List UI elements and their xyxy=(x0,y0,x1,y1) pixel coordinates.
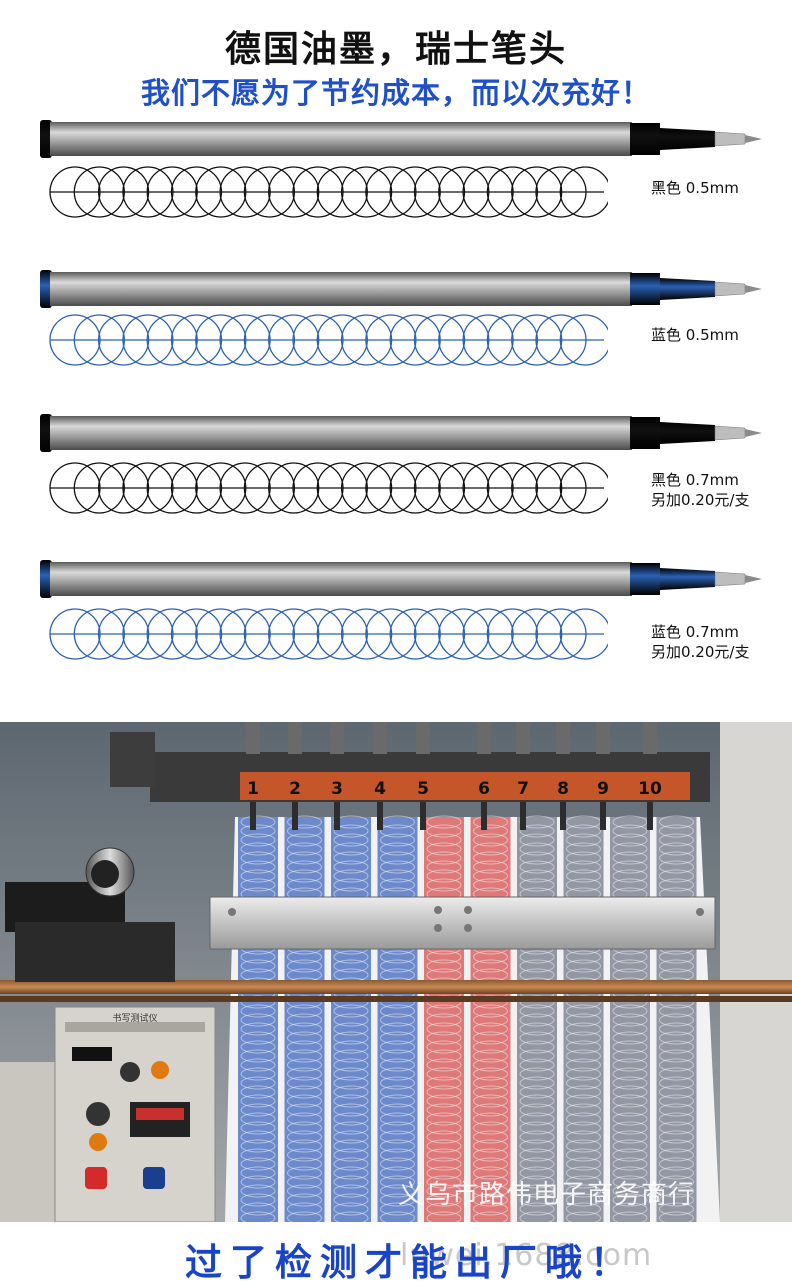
channel-number: 10 xyxy=(638,779,662,799)
refill-color-size: 黑色 0.7mm xyxy=(651,471,739,489)
ink-writing-sample xyxy=(48,604,611,664)
pen-holder xyxy=(477,722,491,754)
ink-writing-sample xyxy=(48,310,611,370)
page-title: 德国油墨，瑞士笔头 xyxy=(224,29,567,70)
written-strip xyxy=(563,817,604,1222)
pen-tip xyxy=(334,802,340,830)
pen-tip xyxy=(420,802,426,830)
pen-refill xyxy=(40,118,770,160)
written-strip xyxy=(284,817,325,1222)
refill-extra-price: 另加0.20元/支 xyxy=(651,491,750,509)
page-subtitle: 我们不愿为了节约成本，而以次充好！ xyxy=(140,76,651,110)
pen-refill xyxy=(40,558,770,600)
pen-tip xyxy=(520,802,526,830)
refill-color-size: 黑色 0.5mm xyxy=(651,179,739,197)
channel-number: 4 xyxy=(374,779,386,799)
refill-spec-label: 黑色 0.5mm xyxy=(651,178,739,198)
pen-tip xyxy=(600,802,606,830)
pen-holder xyxy=(596,722,610,754)
written-strip xyxy=(238,817,278,1222)
channel-number: 9 xyxy=(597,779,609,799)
photo-watermark: 义乌市路伟电子商务商行 xyxy=(398,1180,696,1210)
pen-refill xyxy=(40,268,770,310)
pen-holder xyxy=(516,722,530,754)
pen-holder xyxy=(288,722,302,754)
ink-writing-sample xyxy=(48,458,611,518)
footer-caption: 过了检测才能出厂哦！ xyxy=(185,1241,635,1284)
test-pen-holders xyxy=(246,722,657,830)
refill-color-size: 蓝色 0.5mm xyxy=(651,326,739,344)
pen-tip xyxy=(481,802,487,830)
refill-spec-label: 蓝色 0.5mm xyxy=(651,325,739,345)
pen-tip xyxy=(377,802,383,830)
written-strip xyxy=(331,817,371,1222)
ink-writing-sample xyxy=(48,162,611,222)
channel-number: 2 xyxy=(289,779,301,799)
machine-illustration: 1 2 3 4 5 6 7 8 9 10 书写测试仪 xyxy=(0,722,792,1222)
channel-number: 1 xyxy=(247,779,259,799)
writing-test-machine-photo: 1 2 3 4 5 6 7 8 9 10 书写测试仪 义乌市路伟电子商务商行 xyxy=(0,722,792,1222)
pen-holder xyxy=(373,722,387,754)
pen-refill xyxy=(40,412,770,454)
channel-number: 7 xyxy=(517,779,529,799)
channel-numbers: 1 2 3 4 5 6 7 8 9 10 xyxy=(247,779,662,799)
written-strip xyxy=(517,817,557,1222)
pen-tip xyxy=(250,802,256,830)
channel-number: 3 xyxy=(331,779,343,799)
channel-number-plate xyxy=(240,772,690,800)
refill-color-size: 蓝色 0.7mm xyxy=(651,623,739,641)
refill-spec-label: 蓝色 0.7mm 另加0.20元/支 xyxy=(651,622,749,662)
written-strip xyxy=(610,817,650,1222)
written-strip xyxy=(424,817,464,1222)
pen-tip xyxy=(647,802,653,830)
footer-watermark: luwei.1688.com xyxy=(400,1238,653,1273)
pen-holder xyxy=(643,722,657,754)
channel-number: 6 xyxy=(478,779,490,799)
pen-holder xyxy=(330,722,344,754)
pen-tip xyxy=(560,802,566,830)
written-strip xyxy=(470,817,511,1222)
written-strip xyxy=(656,817,697,1222)
refill-extra-price: 另加0.20元/支 xyxy=(651,643,750,661)
pen-holder xyxy=(556,722,570,754)
pen-holder xyxy=(416,722,430,754)
channel-number: 8 xyxy=(557,779,569,799)
channel-number: 5 xyxy=(417,779,429,799)
footer: luwei.1688.com 过了检测才能出厂哦！ xyxy=(0,1230,792,1284)
refill-spec-label: 黑色 0.7mm 另加0.20元/支 xyxy=(651,470,749,510)
written-strip xyxy=(377,817,418,1222)
pen-holder xyxy=(246,722,260,754)
panel-label-text: 书写测试仪 xyxy=(112,1012,157,1024)
pen-tip xyxy=(292,802,298,830)
